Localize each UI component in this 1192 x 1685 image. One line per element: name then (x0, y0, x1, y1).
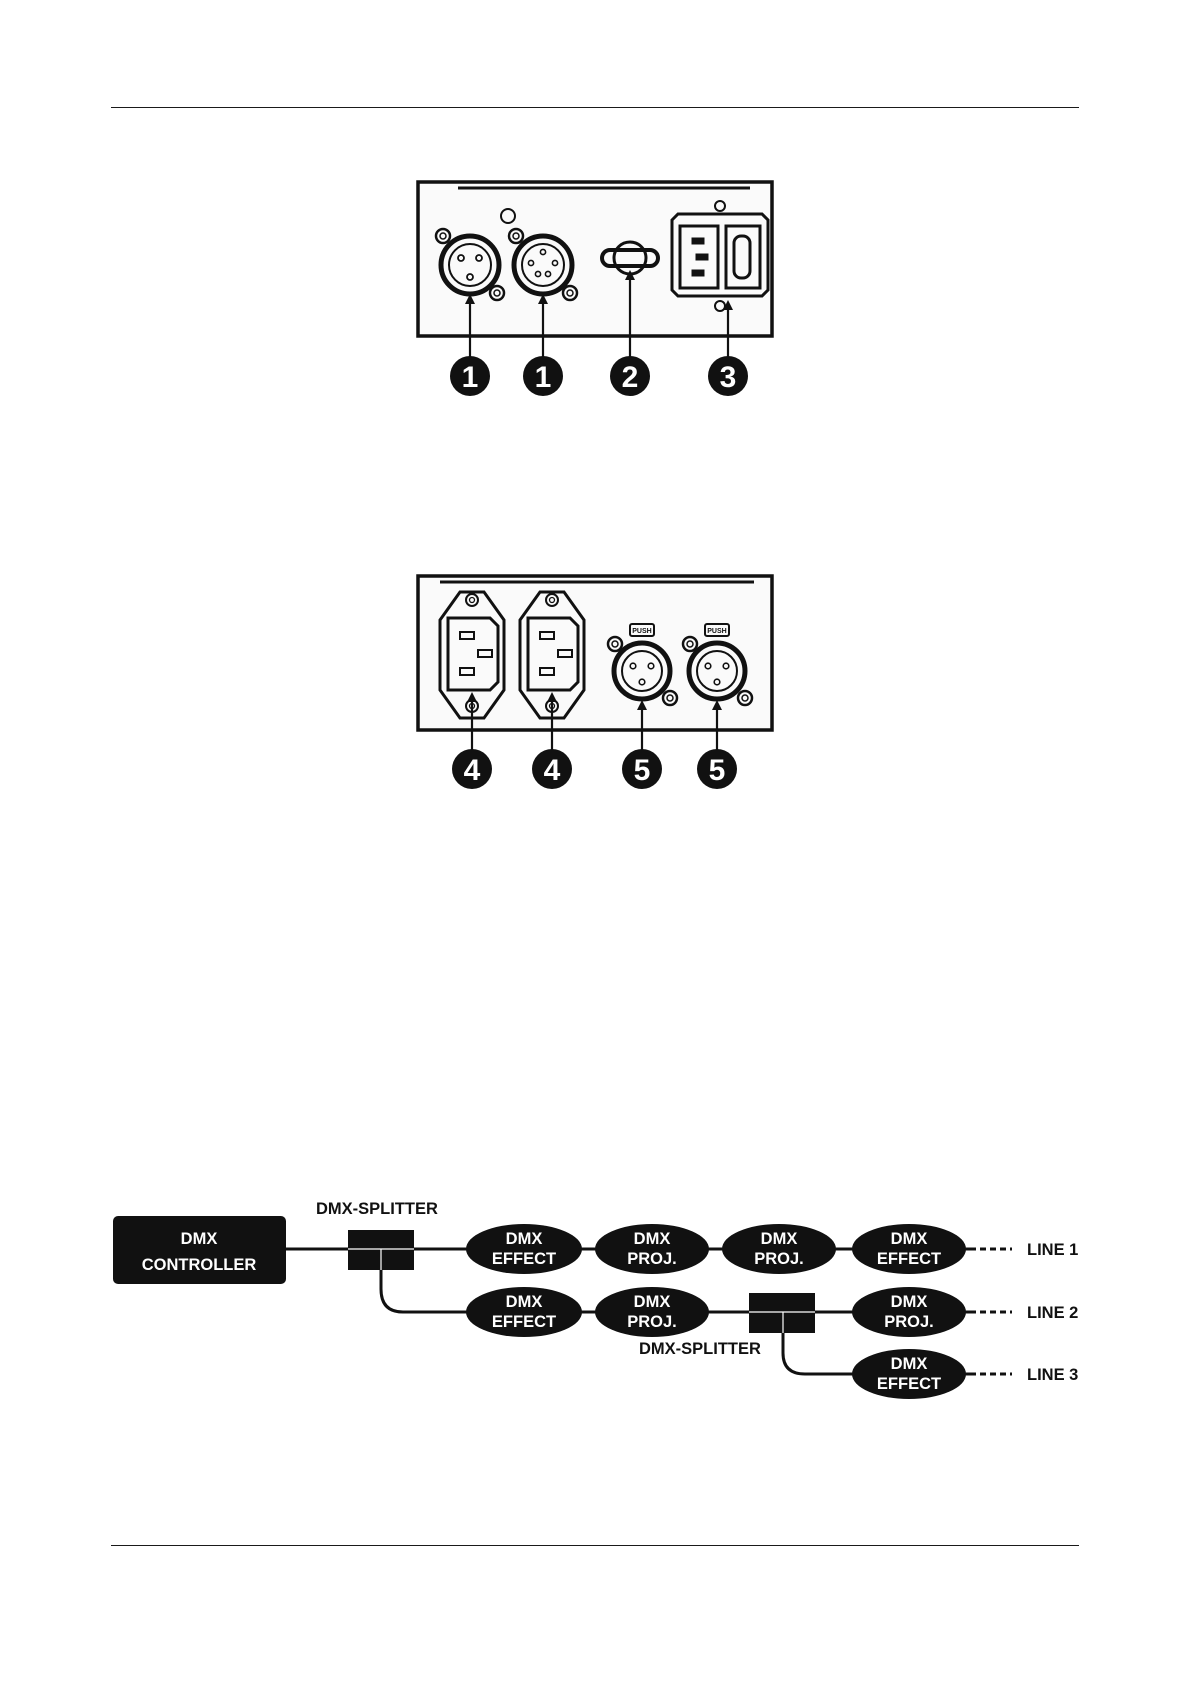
svg-text:3: 3 (720, 361, 737, 394)
svg-text:DMX: DMX (634, 1230, 671, 1248)
dmx-device-node: DMX PROJ. (595, 1287, 709, 1337)
splitter-label: DMX-SPLITTER (639, 1340, 761, 1358)
dmx-device-node: DMX EFFECT (852, 1224, 966, 1274)
dmx-wiring-diagram: DMX CONTROLLER DMX-SPLITTER DMX-SPLITTER… (100, 1190, 1092, 1410)
svg-text:DMX: DMX (891, 1355, 928, 1373)
dmx-controller-box: DMX CONTROLLER (113, 1216, 286, 1284)
svg-text:PROJ.: PROJ. (627, 1313, 677, 1331)
line-end-label: LINE 2 (1027, 1304, 1078, 1322)
svg-text:DMX: DMX (506, 1293, 543, 1311)
svg-text:DMX: DMX (761, 1230, 798, 1248)
svg-text:4: 4 (464, 754, 481, 787)
svg-text:EFFECT: EFFECT (877, 1375, 941, 1393)
callout-badge: 4 (532, 749, 572, 789)
line-end-label: LINE 1 (1027, 1241, 1078, 1259)
svg-text:DMX: DMX (891, 1293, 928, 1311)
push-label: PUSH (707, 628, 726, 635)
splitter-label: DMX-SPLITTER (316, 1200, 438, 1218)
callout-badge: 2 (610, 356, 650, 396)
top-rule (111, 107, 1079, 108)
callout-badge: 5 (622, 749, 662, 789)
dmx-device-node: DMX EFFECT (852, 1349, 966, 1399)
svg-text:EFFECT: EFFECT (492, 1250, 556, 1268)
dmx-device-node: DMX EFFECT (466, 1224, 582, 1274)
svg-text:1: 1 (462, 361, 479, 394)
callout-badge: 1 (523, 356, 563, 396)
svg-text:PROJ.: PROJ. (884, 1313, 934, 1331)
callout-badge: 4 (452, 749, 492, 789)
push-label: PUSH (632, 628, 651, 635)
dmx-splitter-box (348, 1230, 414, 1270)
svg-text:EFFECT: EFFECT (877, 1250, 941, 1268)
svg-text:PROJ.: PROJ. (627, 1250, 677, 1268)
svg-text:5: 5 (634, 754, 651, 787)
dmx-device-node: DMX PROJ. (595, 1224, 709, 1274)
callout-badge: 5 (697, 749, 737, 789)
svg-text:2: 2 (622, 361, 639, 394)
svg-text:4: 4 (544, 754, 561, 787)
dmx-device-node: DMX PROJ. (852, 1287, 966, 1337)
svg-text:PROJ.: PROJ. (754, 1250, 804, 1268)
callout-badge: 3 (708, 356, 748, 396)
svg-text:5: 5 (709, 754, 726, 787)
dmx-splitter-box (749, 1293, 815, 1333)
svg-text:EFFECT: EFFECT (492, 1313, 556, 1331)
svg-text:CONTROLLER: CONTROLLER (142, 1256, 257, 1274)
svg-text:DMX: DMX (891, 1230, 928, 1248)
callout-badge: 1 (450, 356, 490, 396)
svg-text:DMX: DMX (634, 1293, 671, 1311)
svg-text:DMX: DMX (506, 1230, 543, 1248)
bottom-rule (111, 1545, 1079, 1546)
dmx-device-node: DMX PROJ. (722, 1224, 836, 1274)
front-panel-illustration: 1 1 2 3 (410, 178, 785, 398)
svg-text:1: 1 (535, 361, 552, 394)
dmx-device-node: DMX EFFECT (466, 1287, 582, 1337)
line-end-label: LINE 3 (1027, 1366, 1078, 1384)
rear-panel-illustration: PUSH PUSH 4 4 5 5 (410, 572, 785, 792)
svg-text:DMX: DMX (181, 1230, 218, 1248)
